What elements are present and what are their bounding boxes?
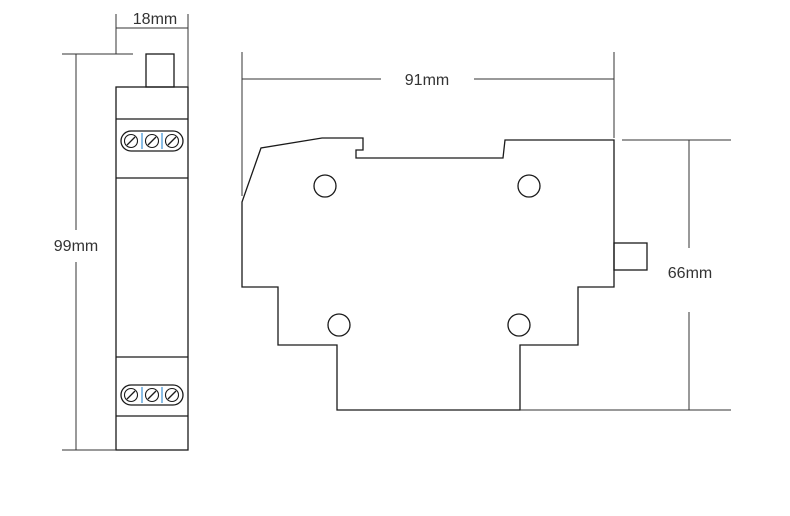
length-dimension: 91mm bbox=[241, 52, 615, 196]
width-label: 18mm bbox=[133, 11, 177, 28]
top-terminal-block bbox=[120, 130, 184, 152]
terminal-frame bbox=[120, 130, 184, 152]
front-toggle bbox=[145, 53, 175, 88]
length-label: 91mm bbox=[405, 72, 449, 89]
side-view: 91mm 66mm bbox=[241, 52, 731, 411]
mounting-hole bbox=[507, 313, 531, 337]
depth-dimension: 66mm bbox=[520, 139, 731, 411]
side-body-outline bbox=[241, 137, 615, 411]
screw-icon bbox=[123, 133, 139, 149]
depth-label: 66mm bbox=[668, 265, 712, 282]
front-body bbox=[115, 86, 189, 451]
mounting-hole bbox=[517, 174, 541, 198]
terminal-frame bbox=[120, 384, 184, 406]
screw-icon bbox=[123, 387, 139, 403]
bottom-terminal-block bbox=[120, 384, 184, 406]
mounting-hole bbox=[313, 174, 337, 198]
screw-icon bbox=[144, 133, 160, 149]
screw-icon bbox=[164, 387, 180, 403]
height-label: 99mm bbox=[54, 238, 98, 255]
mounting-hole bbox=[327, 313, 351, 337]
width-dimension: 18mm bbox=[115, 11, 189, 87]
height-dimension: 99mm bbox=[54, 53, 133, 451]
screw-icon bbox=[144, 387, 160, 403]
front-view: 18mm 99mm bbox=[54, 11, 189, 451]
side-toggle bbox=[613, 242, 648, 271]
screw-icon bbox=[164, 133, 180, 149]
